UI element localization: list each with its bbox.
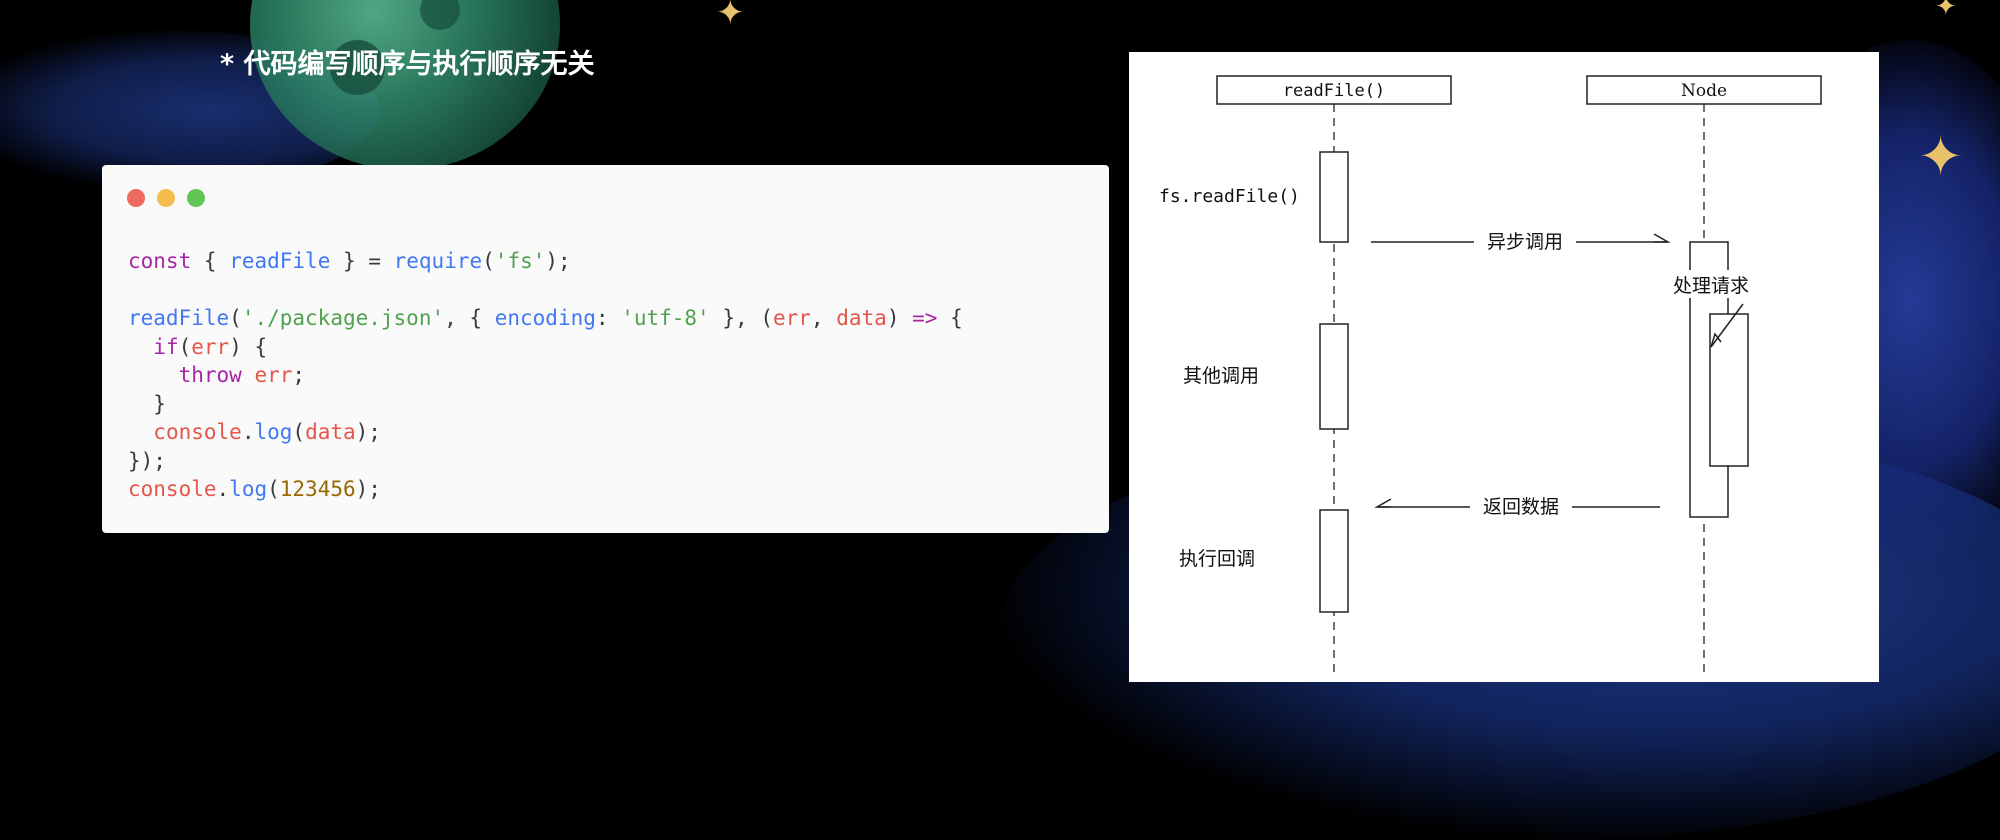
code-line: } [153, 391, 166, 416]
arrowhead-icon [1710, 332, 1722, 348]
lifeline-header-node [1586, 75, 1822, 105]
window-controls [127, 189, 205, 207]
sequence-diagram-svg: readFile() Node fs.readFile() 其他调用 执行回调 … [1159, 75, 1822, 672]
planet-crater [420, 0, 460, 30]
planet-decoration [250, 0, 560, 170]
code-line: }); [128, 448, 166, 473]
lifeline-label-readfile: readFile() [1283, 81, 1385, 101]
minimize-dot-icon [157, 189, 175, 207]
code-line: throw err; [178, 363, 306, 387]
arrowhead-icon [1374, 498, 1392, 508]
sequence-diagram: readFile() Node fs.readFile() 其他调用 执行回调 … [1129, 52, 1879, 682]
code-line: console.log(123456); [128, 477, 381, 501]
code-line: console.log(data); [153, 420, 381, 444]
label-bg [1665, 270, 1757, 298]
code-line: const { readFile } = require('fs'); [128, 249, 571, 273]
star-icon: ✦ [716, 0, 745, 33]
activation-box [1319, 323, 1349, 430]
activation-box [1319, 509, 1349, 613]
label-run-callback: 执行回调 [1179, 548, 1255, 570]
lifeline-header-readfile [1216, 75, 1452, 105]
slide-heading: * 代码编写顺序与执行顺序无关 [220, 49, 595, 80]
star-icon: ✦ [1918, 125, 1964, 188]
label-return-data: 返回数据 [1483, 496, 1559, 518]
label-other-calls: 其他调用 [1183, 365, 1259, 387]
activation-box [1319, 151, 1349, 243]
code-window: const { readFile } = require('fs'); readF… [102, 165, 1109, 533]
maximize-dot-icon [187, 189, 205, 207]
close-dot-icon [127, 189, 145, 207]
code-line: readFile('./package.json', { encoding: '… [128, 306, 963, 330]
star-icon: ✦ [1935, 0, 1957, 22]
pointer-line [1710, 303, 1744, 348]
lifeline-label-node: Node [1681, 81, 1727, 101]
code-line [128, 276, 963, 305]
code-block: const { readFile } = require('fs'); readF… [128, 247, 963, 504]
activation-box [1709, 313, 1749, 467]
label-async-call: 异步调用 [1487, 231, 1563, 253]
label-fs-readfile: fs.readFile() [1159, 186, 1300, 207]
code-line: if(err) { [153, 334, 268, 359]
arrowhead-icon [1653, 233, 1671, 243]
label-process-request: 处理请求 [1673, 275, 1749, 297]
